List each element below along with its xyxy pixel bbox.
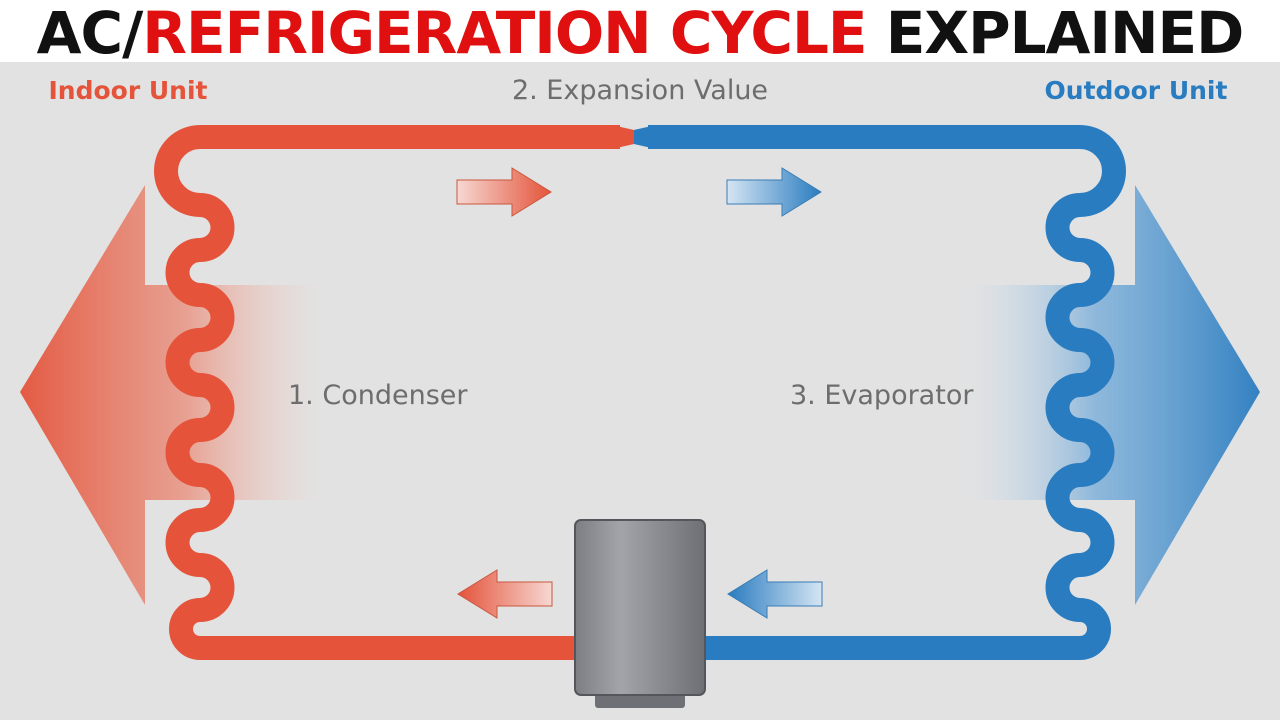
page-title: AC/REFRIGERATION CYCLE EXPLAINED xyxy=(0,0,1280,66)
condenser-label: 1. Condenser xyxy=(288,380,468,411)
expansion-valve-label: 2. Expansion Value xyxy=(512,75,768,106)
arrow-icon xyxy=(726,167,822,217)
arrow-icon xyxy=(456,167,552,217)
outdoor-unit-label: Outdoor Unit xyxy=(1045,76,1228,105)
evaporator-coil xyxy=(648,125,1126,660)
arrow-icon xyxy=(727,569,823,619)
expansion-valve xyxy=(612,125,634,149)
indoor-unit-label: Indoor Unit xyxy=(49,76,208,105)
title-part-refrigeration-cycle: REFRIGERATION CYCLE xyxy=(142,0,867,67)
compressor-icon xyxy=(574,519,706,708)
outdoor-airflow-arrow xyxy=(960,185,1260,605)
title-part-ac: AC/ xyxy=(36,0,144,67)
evaporator-label: 3. Evaporator xyxy=(790,380,974,411)
title-part-explained: EXPLAINED xyxy=(866,0,1245,67)
condenser-coil xyxy=(154,125,620,660)
arrow-icon xyxy=(457,569,553,619)
expansion-valve-cold xyxy=(634,125,656,149)
indoor-airflow-arrow xyxy=(20,185,320,605)
